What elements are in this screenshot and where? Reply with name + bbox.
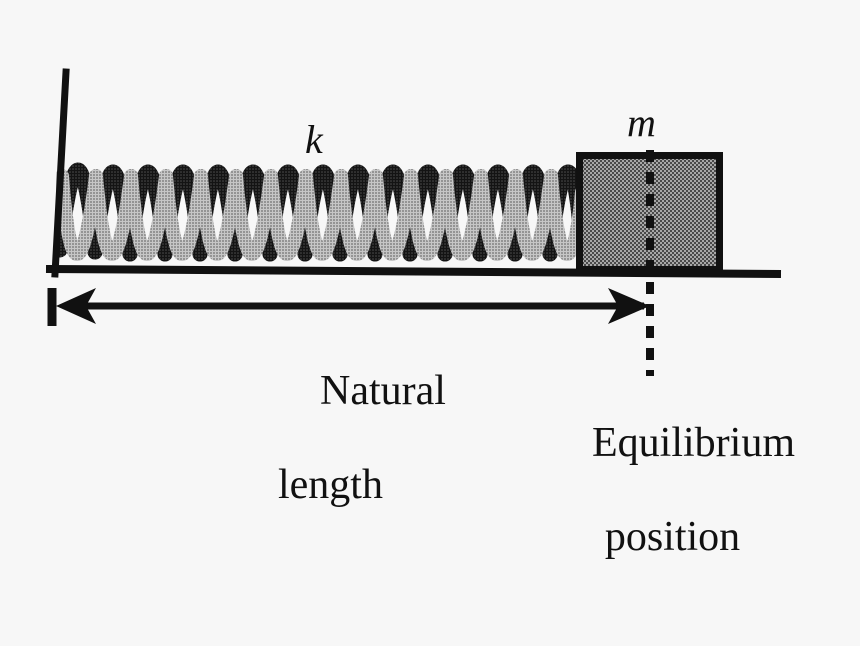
spring-mass-diagram: k m Natural length Equilibrium position	[45, 68, 795, 559]
natural-length-dimension	[47, 288, 650, 326]
equilibrium-position-label: Equilibrium position	[545, 379, 800, 645]
mass-label: m	[627, 100, 656, 145]
wall	[51, 68, 70, 278]
natural-length-label: Natural length	[278, 327, 446, 593]
spring-front-coils	[56, 169, 584, 262]
equilibrium-position-line-1: Equilibrium	[592, 419, 795, 466]
diagram-canvas	[45, 68, 782, 376]
spring-constant-label: k	[305, 117, 323, 162]
natural-length-line-1: Natural	[320, 367, 446, 414]
natural-length-line-2: length	[278, 462, 383, 509]
equilibrium-position-line-2: position	[604, 514, 741, 561]
ground-surface	[45, 264, 782, 279]
